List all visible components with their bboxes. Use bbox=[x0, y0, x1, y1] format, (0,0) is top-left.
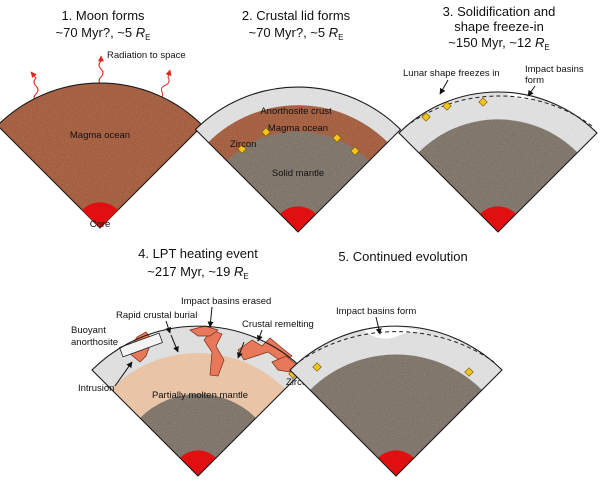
panel-5-outline bbox=[289, 325, 503, 477]
impact-basin-dent bbox=[505, 87, 570, 100]
zircon-label-4: Zircon bbox=[286, 377, 312, 388]
radiation-arrow-center bbox=[98, 55, 104, 86]
panel-4-outline bbox=[91, 325, 305, 477]
shape-freezes-label: Lunar shape freezes in bbox=[403, 68, 500, 79]
buoyant-label-line2: anorthosite bbox=[71, 337, 118, 348]
impact-basins-label-line1: Impact basins bbox=[525, 64, 584, 75]
frozen-shape-outline bbox=[404, 95, 593, 128]
solid-mantle-region bbox=[227, 131, 369, 232]
panel-5-title: 5. Continued evolution bbox=[338, 249, 467, 264]
panel-4-subtitle: ~217 Myr, ~19 RE bbox=[147, 264, 248, 281]
intrusion-dike-center bbox=[203, 329, 225, 377]
panel-2-subtitle: ~70 Myr?, ~5 RE bbox=[249, 25, 344, 42]
anorthosite-crust-label: Anorthosite crust bbox=[260, 106, 332, 117]
magma-ocean-label: Magma ocean bbox=[70, 130, 130, 141]
core-region-4 bbox=[180, 450, 216, 476]
basins-erased-pointer bbox=[207, 306, 214, 328]
mantle-region-3 bbox=[418, 119, 578, 232]
panel-1-subtitle: ~70 Myr?, ~5 RE bbox=[56, 25, 151, 42]
panel-1: 1. Moon forms ~70 Myr?, ~5 RE Radiation … bbox=[0, 8, 204, 230]
panel-4-title: 4. LPT heating event bbox=[138, 246, 258, 261]
crustal-remelting-label: Crustal remelting bbox=[242, 319, 314, 330]
remelting-pointer bbox=[257, 329, 263, 342]
impact-basins-form-pointer bbox=[375, 316, 382, 335]
panel-2-title: 2. Crustal lid forms bbox=[242, 8, 351, 23]
magma-ocean-region bbox=[0, 83, 203, 228]
core-region bbox=[82, 202, 118, 228]
remelting-zone-right bbox=[237, 337, 293, 363]
panel-2-outline bbox=[194, 86, 402, 233]
panel-2: 2. Crustal lid forms ~70 Myr?, ~5 RE Ano… bbox=[194, 8, 402, 233]
panel-1-title: 1. Moon forms bbox=[61, 8, 145, 23]
frozen-shape-outline-5 bbox=[299, 331, 495, 363]
radiation-label: Radiation to space bbox=[107, 50, 186, 61]
panel-3: 3. Solidification and shape freeze-in ~1… bbox=[398, 4, 598, 233]
rapid-burial-label: Rapid crustal burial bbox=[116, 310, 197, 321]
zircon-crystal bbox=[464, 367, 474, 377]
magma-ocean-label-2: Magma ocean bbox=[268, 123, 328, 134]
zircon-crystal bbox=[421, 112, 431, 122]
zircon-crystal bbox=[312, 362, 322, 372]
panel-1-outline bbox=[0, 82, 204, 229]
impact-basins-pointer bbox=[527, 85, 536, 97]
shape-freezes-pointer bbox=[439, 79, 449, 95]
core-region-3 bbox=[480, 206, 516, 232]
core-region-2 bbox=[280, 206, 316, 232]
radiation-arrow-left bbox=[30, 71, 39, 103]
zircon-crystal bbox=[350, 146, 360, 156]
radiation-arrow-right bbox=[159, 69, 172, 101]
panel-3-subtitle: ~150 Myr, ~12 RE bbox=[448, 35, 549, 52]
impact-basins-form-label: Impact basins form bbox=[336, 306, 416, 317]
deep-mantle-region bbox=[140, 393, 256, 476]
rapid-burial-pointer bbox=[165, 320, 172, 334]
core-label: Core bbox=[90, 219, 111, 230]
panel-3-title-line2: shape freeze-in bbox=[454, 19, 544, 34]
zircon-crystal bbox=[237, 144, 247, 154]
panel-5: 5. Continued evolution Impact basins for… bbox=[289, 249, 503, 477]
buoyant-anorthosite-slab bbox=[119, 332, 163, 358]
zircon-crystal bbox=[442, 101, 452, 111]
intrusion-pointer bbox=[114, 361, 133, 387]
burial-arrow bbox=[170, 334, 179, 353]
impact-basins-label-line2: form bbox=[525, 75, 544, 86]
panel-4: 4. LPT heating event ~217 Myr, ~19 RE Im… bbox=[71, 246, 314, 477]
mantle-region-5 bbox=[310, 354, 482, 476]
burial-arrow bbox=[237, 341, 245, 359]
partially-molten-label: Partially molten mantle bbox=[152, 390, 248, 401]
core-region-5 bbox=[378, 450, 414, 476]
zircon-crystal bbox=[261, 127, 271, 137]
buoyant-label-line1: Buoyant bbox=[71, 325, 106, 336]
intrusion-label: Intrusion bbox=[78, 383, 114, 394]
panel-3-title: 3. Solidification and bbox=[443, 4, 556, 19]
solid-mantle-label: Solid mantle bbox=[272, 168, 324, 179]
impact-basins-erased-label: Impact basins erased bbox=[181, 296, 271, 307]
zircon-label: Zircon bbox=[230, 139, 256, 150]
zircon-crystal bbox=[478, 97, 488, 107]
zircon-crystal bbox=[332, 133, 342, 143]
